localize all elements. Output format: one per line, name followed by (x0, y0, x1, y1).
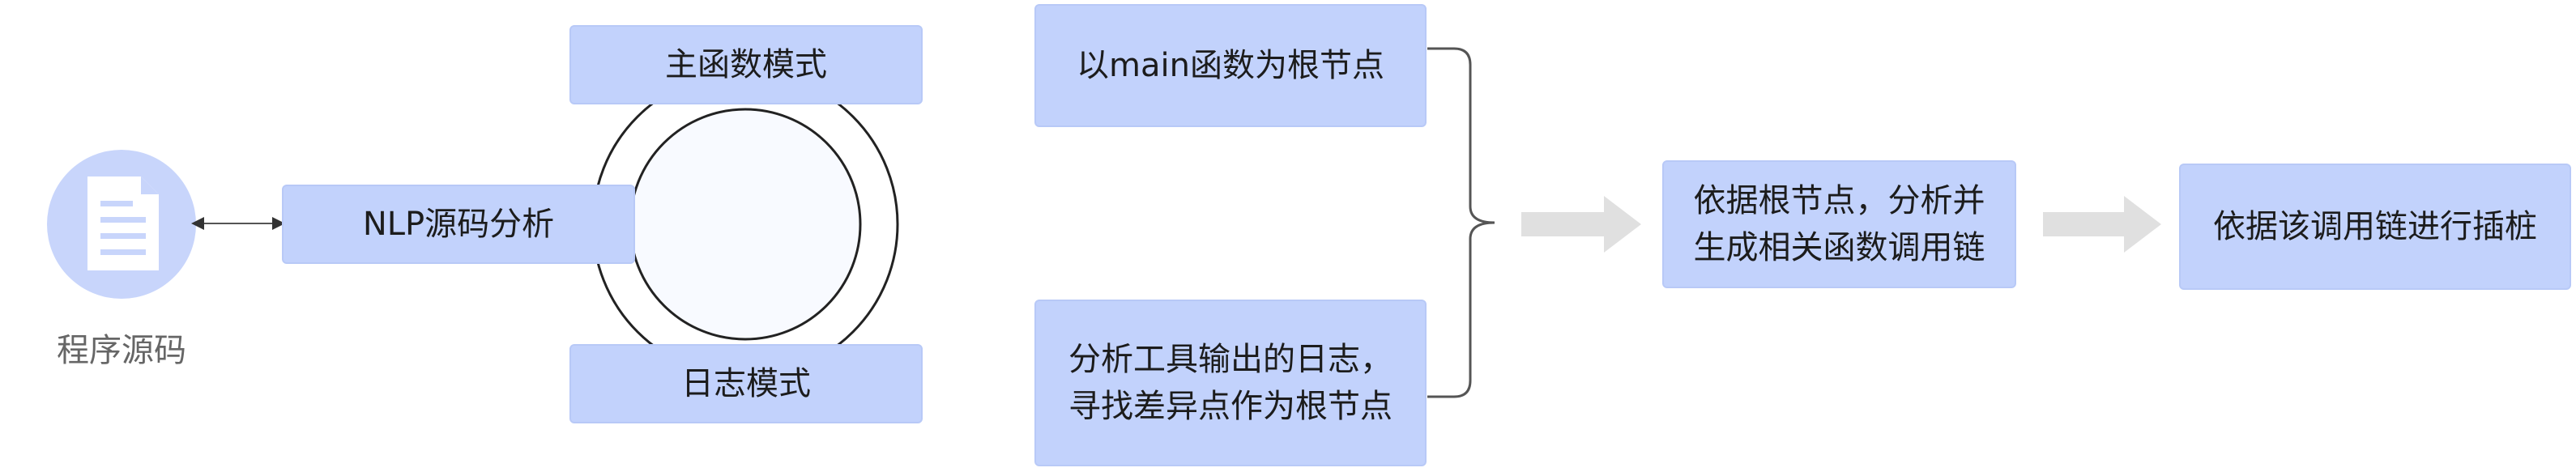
merge-bracket-connector (1427, 47, 1495, 398)
flow-arrow-1-icon (1521, 196, 1641, 253)
main-function-mode-box: 主函数模式 (569, 25, 923, 104)
nlp-analysis-box: NLP源码分析 (282, 185, 635, 264)
mode-switch-ring (591, 70, 899, 378)
build-call-chain-box: 依据根节点，分析并 生成相关函数调用链 (1662, 160, 2016, 288)
instrument-box: 依据该调用链进行插桩 (2179, 164, 2571, 290)
bidirectional-arrow-icon (191, 217, 285, 230)
flow-arrow-2-icon (2043, 196, 2161, 253)
source-code-label: 程序源码 (57, 332, 186, 369)
source-code-document-icon (47, 150, 196, 299)
log-diff-root-box: 分析工具输出的日志， 寻找差异点作为根节点 (1034, 300, 1427, 466)
log-mode-box: 日志模式 (569, 344, 923, 423)
main-as-root-box: 以main函数为根节点 (1034, 4, 1427, 127)
